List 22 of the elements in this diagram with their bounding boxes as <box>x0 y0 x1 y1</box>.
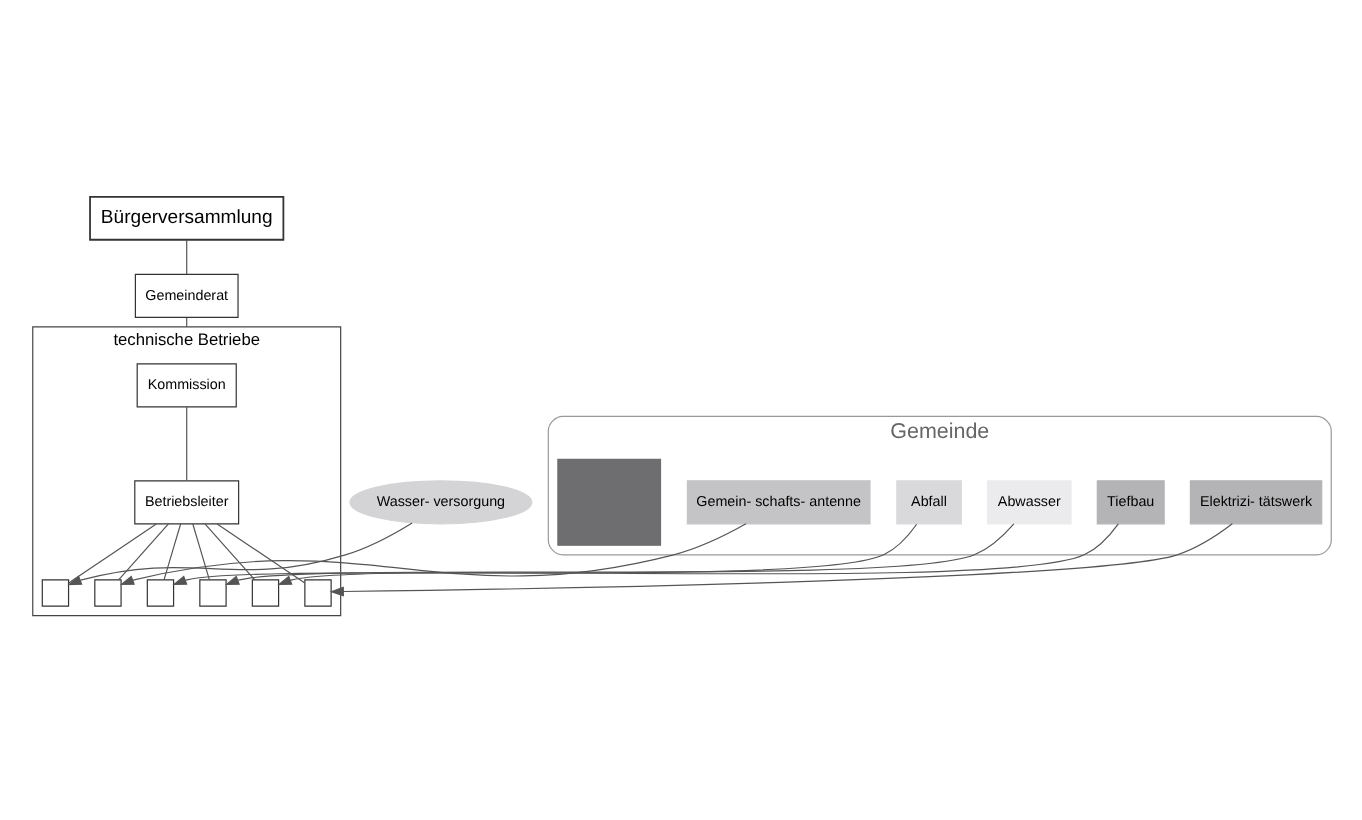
node-box <box>250 578 279 606</box>
arrow <box>328 522 1232 596</box>
node-box <box>198 578 226 606</box>
node-box <box>93 578 121 606</box>
connector <box>67 522 156 583</box>
node-box <box>40 578 69 606</box>
connector <box>215 522 305 583</box>
node-box <box>145 578 174 606</box>
node-slice <box>556 457 661 545</box>
arrow <box>66 521 412 585</box>
connector <box>185 405 187 481</box>
arrow <box>276 522 1118 585</box>
node-box <box>303 578 331 606</box>
connector <box>191 522 209 580</box>
connector <box>185 238 187 274</box>
arrow <box>118 522 746 585</box>
node-box: Bürgerversammlung <box>88 194 284 240</box>
arrow <box>171 522 917 585</box>
connector <box>203 522 255 580</box>
connector <box>117 522 169 580</box>
connector <box>162 522 181 580</box>
arrow <box>223 522 1014 585</box>
